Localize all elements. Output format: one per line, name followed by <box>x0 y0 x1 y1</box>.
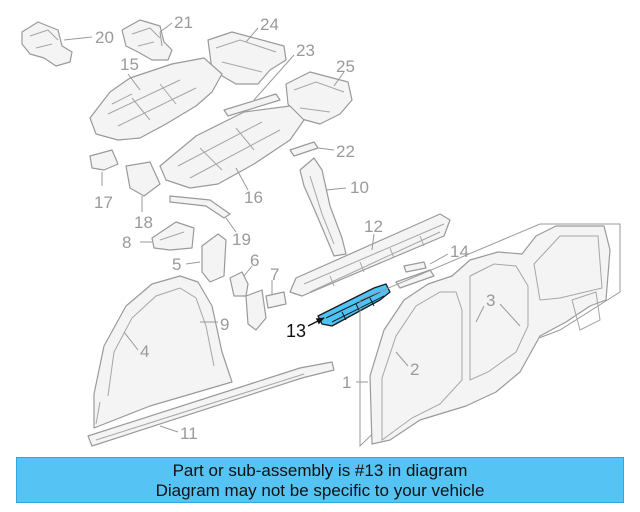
part-label-20: 20 <box>95 28 114 47</box>
part-12-rocker-rail: 12 <box>289 213 451 297</box>
part-label-15: 15 <box>120 55 139 74</box>
banner-line-1: Part or sub-assembly is #13 in diagram <box>172 461 468 480</box>
part-label-21: 21 <box>174 13 193 32</box>
part-15-floor-pan: 15 <box>89 55 223 141</box>
part-label-23: 23 <box>296 41 315 60</box>
part-label-22: 22 <box>336 142 355 161</box>
part-label-24: 24 <box>260 15 279 34</box>
part-18-bracket: 18 <box>125 161 161 232</box>
part-21-bracket: 21 <box>121 13 193 61</box>
part-16-rear-floor: 16 <box>159 105 305 207</box>
part-14-bracket: 14 <box>395 242 469 289</box>
part-2-pillar: 2 <box>395 351 419 379</box>
part-label-25: 25 <box>336 57 355 76</box>
part-19-strip: 19 <box>169 195 251 249</box>
part-label-9: 9 <box>220 315 229 334</box>
part-5-bracket: 5 <box>172 233 227 283</box>
part-11-sill: 11 <box>87 361 335 447</box>
part-label-6: 6 <box>250 251 259 270</box>
part-10-pillar: 10 <box>299 157 369 257</box>
part-label-17: 17 <box>94 193 113 212</box>
part-label-3: 3 <box>486 291 495 310</box>
part-7-bracket: 7 <box>245 265 287 331</box>
part-label-2: 2 <box>410 360 419 379</box>
part-22-bar: 22 <box>289 141 355 161</box>
part-20-bracket: 20 <box>21 21 114 67</box>
part-9-pillar-inner: 9 <box>200 315 229 334</box>
part-label-11: 11 <box>180 424 198 443</box>
part-label-5: 5 <box>172 255 181 274</box>
part-3-pillar: 3 <box>475 291 521 327</box>
part-label-7: 7 <box>270 265 279 284</box>
part-17-bracket: 17 <box>89 149 119 212</box>
part-label-10: 10 <box>350 178 369 197</box>
parts-diagram: 20 21 24 15 23 25 16 <box>21 13 621 448</box>
part-label-12: 12 <box>364 217 383 236</box>
part-24-panel: 24 <box>207 15 287 85</box>
part-25-rear-box: 25 <box>285 57 355 125</box>
banner-line-2: Diagram may not be specific to your vehi… <box>155 481 485 500</box>
part-label-18: 18 <box>134 213 153 232</box>
part-4-front-side-panel: 4 <box>93 275 233 429</box>
part-23-strip: 23 <box>223 41 315 117</box>
part-1-body-side: 1 <box>342 223 621 448</box>
part-label-13: 13 <box>286 321 306 341</box>
part-label-8: 8 <box>122 233 131 252</box>
part-label-4: 4 <box>140 342 149 361</box>
part-label-19: 19 <box>232 230 251 249</box>
part-6-clip: 6 <box>229 251 259 297</box>
part-label-16: 16 <box>244 188 263 207</box>
part-label-1: 1 <box>342 373 351 392</box>
part-8-bracket: 8 <box>122 221 195 252</box>
info-banner: Part or sub-assembly is #13 in diagram D… <box>16 457 624 503</box>
